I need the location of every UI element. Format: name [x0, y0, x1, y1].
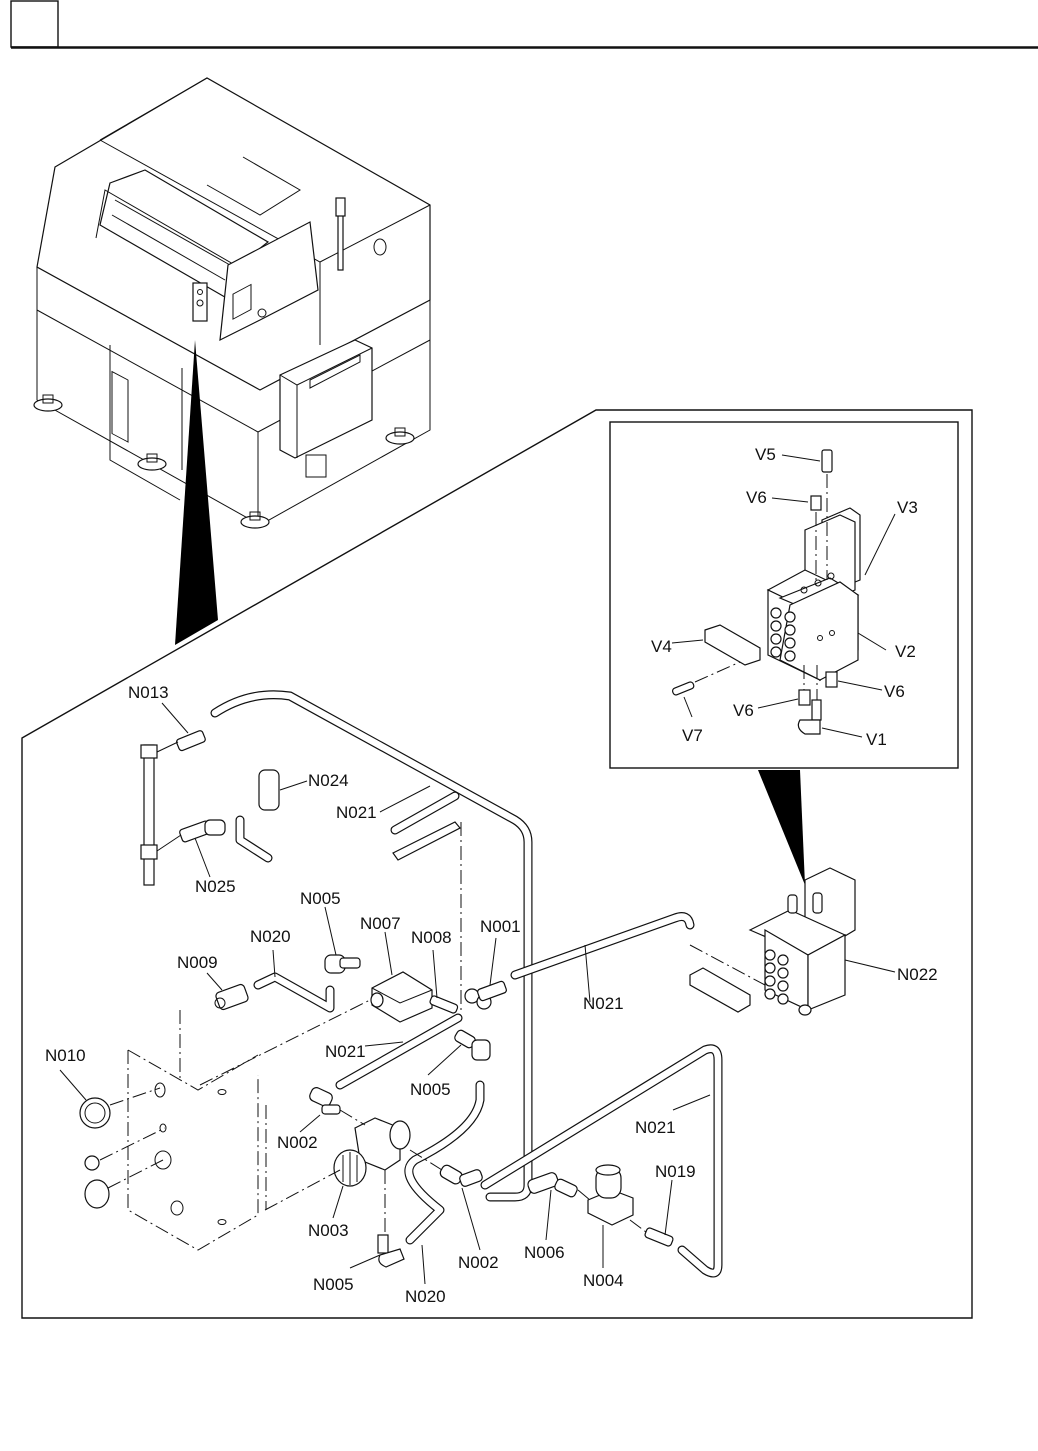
label-n019: N019	[655, 1162, 696, 1181]
label-n013: N013	[128, 683, 169, 702]
label-n022: N022	[897, 965, 938, 984]
label-n007: N007	[360, 914, 401, 933]
control-panel	[219, 221, 319, 342]
label-n001: N001	[480, 917, 521, 936]
n001-union	[464, 980, 507, 1010]
label-n024: N024	[308, 771, 349, 790]
n010-gauge	[79, 1097, 111, 1129]
n002-elbow-left	[309, 1087, 333, 1107]
lock-ring	[84, 1179, 110, 1209]
detail-inset-frame	[609, 421, 959, 769]
label-v2: V2	[895, 642, 916, 661]
n008-fitting	[429, 995, 459, 1014]
label-n021-right: N021	[583, 994, 624, 1013]
label-n008: N008	[411, 928, 452, 947]
label-n021-mid: N021	[325, 1042, 366, 1061]
push-fittings	[770, 607, 796, 662]
n005-elbow-bottom	[377, 1234, 389, 1254]
label-v6-top: V6	[746, 488, 767, 507]
machine-overview-illustration	[33, 77, 431, 645]
label-n021-lower: N021	[635, 1118, 676, 1137]
label-n021-top: N021	[336, 803, 377, 822]
label-n009: N009	[177, 953, 218, 972]
label-n004: N004	[583, 1271, 624, 1290]
n022-manifold	[689, 867, 856, 1016]
n013-fitting	[176, 730, 206, 752]
n002-elbow-right	[439, 1164, 463, 1185]
callout-wedge-manifold	[758, 770, 805, 885]
pneumatic-assembly: N013 N024 N021 N025 N005 N007 N008 N001 …	[45, 683, 938, 1306]
n021-short-tube	[392, 821, 461, 861]
mounting-bracket	[127, 999, 371, 1251]
label-n020-top: N020	[250, 927, 291, 946]
label-n006: N006	[524, 1243, 565, 1262]
n003-regulator	[333, 1117, 411, 1187]
label-v7: V7	[682, 726, 703, 745]
label-n010: N010	[45, 1046, 86, 1065]
label-v6-right: V6	[884, 682, 905, 701]
label-v1: V1	[866, 730, 887, 749]
v4-bracket	[704, 624, 761, 666]
valve-manifold-detail: V5 V6 V3 V4 V2 V6 V6 V7 V1	[651, 445, 918, 749]
assembly-frame	[21, 409, 973, 1319]
label-n005-bottom: N005	[313, 1275, 354, 1294]
n009-fitting	[215, 983, 249, 1011]
n007-block	[371, 971, 433, 1023]
v5-part	[821, 449, 833, 473]
n013-rod	[143, 744, 155, 886]
label-n005-top: N005	[300, 889, 341, 908]
index-box	[10, 0, 59, 48]
label-v5: V5	[755, 445, 776, 464]
label-v3: V3	[897, 498, 918, 517]
side-box	[279, 339, 373, 459]
label-n002-left: N002	[277, 1133, 318, 1152]
n006-elbow	[527, 1172, 559, 1194]
n019-fitting	[644, 1227, 674, 1247]
n004-valve	[587, 1164, 634, 1226]
nut	[84, 1155, 100, 1171]
callout-wedge-machine	[175, 340, 218, 645]
page-header	[10, 0, 1038, 49]
label-n025: N025	[195, 877, 236, 896]
label-n002-right: N002	[458, 1253, 499, 1272]
label-n020-bottom: N020	[405, 1287, 446, 1306]
label-n003: N003	[308, 1221, 349, 1240]
label-n005-mid: N005	[410, 1080, 451, 1099]
n024-silencer	[258, 769, 280, 811]
label-v6-bottom: V6	[733, 701, 754, 720]
label-v4: V4	[651, 637, 672, 656]
switch-plate	[192, 282, 208, 322]
